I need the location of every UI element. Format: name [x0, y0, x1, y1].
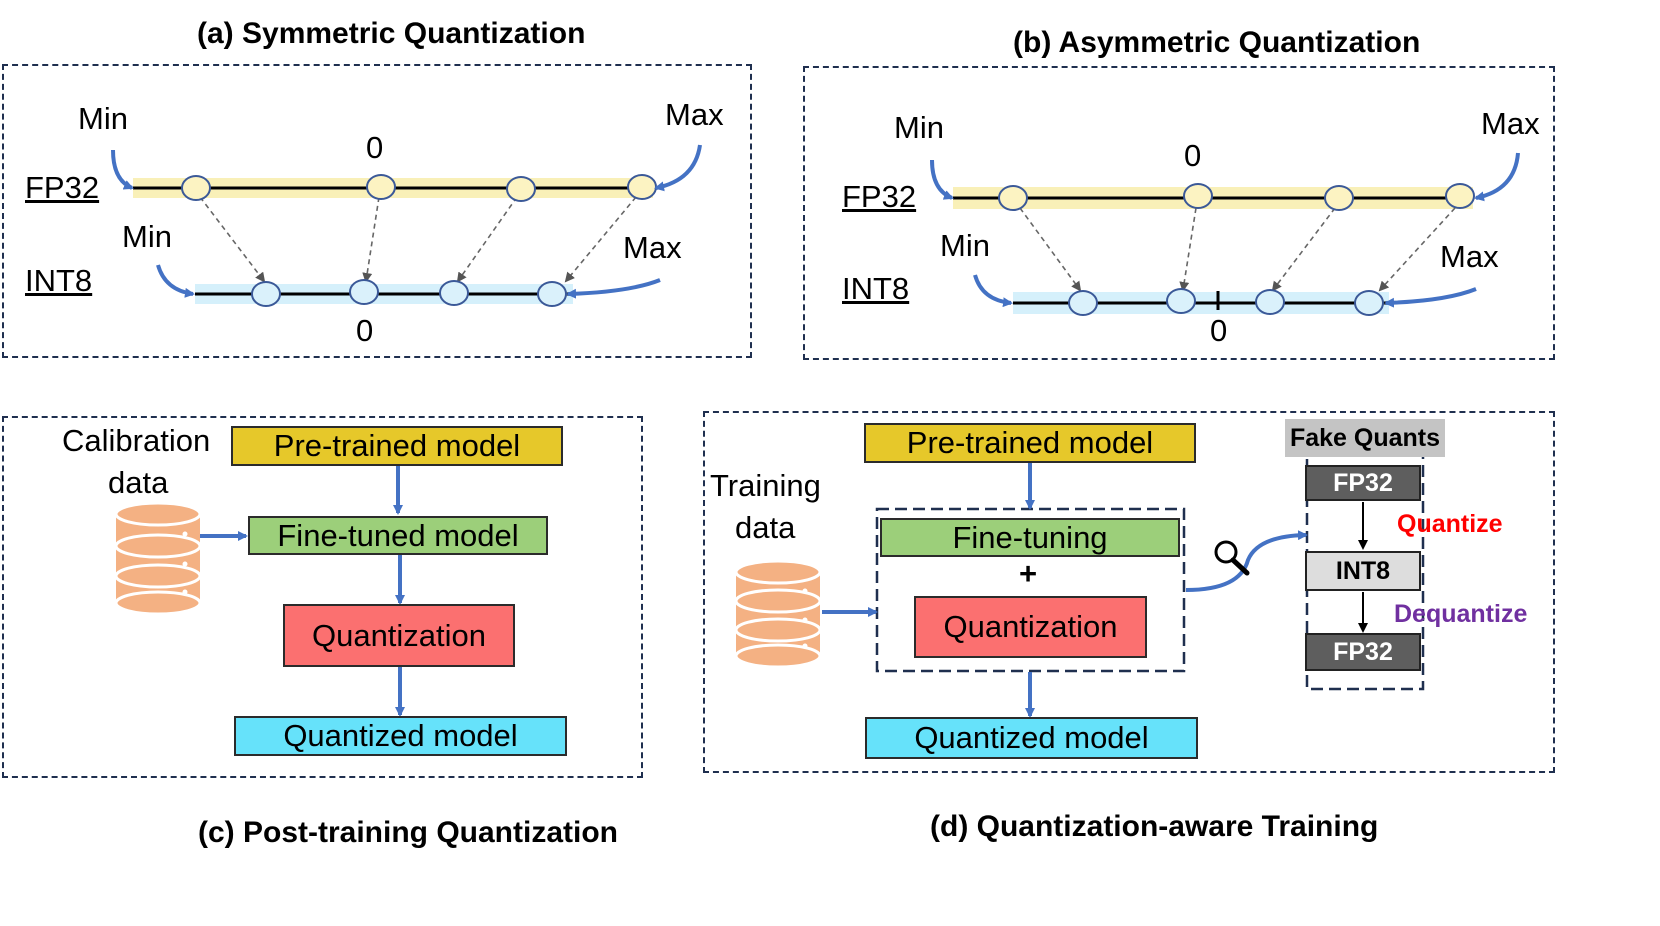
int8-node	[1354, 290, 1384, 316]
int8-axis-label: INT8	[842, 271, 910, 306]
quantization-box: Quantization	[283, 604, 515, 667]
pretrained-model-box: Pre-trained model	[231, 426, 563, 466]
fp32-max-label: Max	[665, 97, 724, 132]
int8-node	[349, 279, 379, 305]
fp32-node	[1183, 183, 1213, 209]
fp32-node	[181, 175, 211, 201]
max-pointer-arrow	[654, 144, 702, 192]
fp32-min-label: Min	[78, 101, 128, 136]
fp32-node	[1445, 183, 1475, 209]
quantize-label: Quantize	[1397, 510, 1503, 538]
training-data-label: Training	[710, 468, 821, 503]
calibration-data-label-2: data	[108, 465, 169, 500]
mapping-arrow	[1019, 207, 1082, 292]
max-pointer-arrow	[566, 278, 661, 299]
finetuning-box: Fine-tuning	[880, 518, 1180, 557]
panel-a-title: (a) Symmetric Quantization	[197, 17, 586, 50]
database-icon	[114, 501, 202, 616]
quantized-model-box: Quantized model	[865, 717, 1198, 759]
int8-max-label: Max	[623, 230, 682, 265]
min-pointer-arrow	[973, 274, 1013, 308]
panel-d-title: (d) Quantization-aware Training	[930, 810, 1379, 843]
int8-node	[1166, 288, 1196, 314]
fake-quant-int8: INT8	[1305, 551, 1421, 591]
panel-a-frame	[2, 64, 752, 358]
fp32-max-label: Max	[1481, 106, 1540, 141]
panel-b-title: (b) Asymmetric Quantization	[1013, 26, 1421, 59]
int8-axis-label: INT8	[25, 263, 93, 298]
max-pointer-arrow	[1474, 152, 1520, 202]
fp32-node	[366, 174, 396, 200]
int8-zero-label: 0	[1210, 313, 1228, 348]
panel-a-graphics	[111, 144, 702, 307]
mapping-arrow	[199, 196, 266, 283]
min-pointer-arrow	[111, 149, 134, 190]
panel-b-frame	[803, 66, 1555, 360]
fp32-node	[506, 176, 536, 202]
fp32-node	[627, 174, 657, 200]
panel-c-title: (c) Post-training Quantization	[198, 816, 618, 849]
panel-c-frame	[2, 416, 643, 778]
mapping-arrow	[456, 196, 518, 283]
zoom-connector-arrow	[1185, 530, 1308, 592]
mapping-arrow	[1179, 207, 1197, 292]
max-pointer-arrow	[1384, 287, 1477, 308]
int8-node	[251, 281, 281, 307]
panel-d-frame	[703, 411, 1555, 773]
int8-max-label: Max	[1440, 239, 1499, 274]
fake-quants-title: Fake Quants	[1285, 419, 1445, 457]
int8-min-label: Min	[122, 219, 172, 254]
fp32-axis-label: FP32	[842, 179, 917, 214]
database-icon	[734, 559, 822, 669]
fp32-node	[998, 185, 1028, 211]
int8-min-label: Min	[940, 228, 990, 263]
panel-b-graphics	[930, 152, 1520, 316]
pretrained-model-box: Pre-trained model	[864, 423, 1196, 463]
fp32-node	[1324, 185, 1354, 211]
int8-node	[537, 281, 567, 307]
fp32-zero-label: 0	[1184, 138, 1202, 173]
min-pointer-arrow	[156, 264, 195, 298]
fake-quant-fp32-bottom: FP32	[1305, 633, 1421, 671]
dequantize-label: Dequantize	[1394, 600, 1528, 628]
mapping-arrow	[564, 196, 637, 283]
calibration-data-label: Calibration	[62, 423, 211, 458]
quantization-box: Quantization	[914, 596, 1147, 658]
quantized-model-box: Quantized model	[234, 716, 567, 756]
fp32-zero-label: 0	[366, 130, 384, 165]
plus-sign: +	[1019, 556, 1038, 591]
int8-node	[1068, 290, 1098, 316]
int8-zero-label: 0	[356, 313, 374, 348]
mapping-arrow	[362, 196, 380, 283]
min-pointer-arrow	[930, 159, 954, 200]
fp32-min-label: Min	[894, 110, 944, 145]
fake-quant-fp32-top: FP32	[1305, 465, 1421, 501]
mapping-arrow	[1378, 207, 1456, 292]
magnifier-icon	[1214, 540, 1250, 576]
mapping-arrow	[1271, 207, 1336, 292]
int8-node	[1255, 289, 1285, 315]
training-data-label-2: data	[735, 510, 796, 545]
int8-node	[439, 280, 469, 306]
finetuned-model-box: Fine-tuned model	[248, 516, 548, 555]
panel-c-graphics	[114, 465, 405, 717]
fp32-axis-label: FP32	[25, 170, 100, 205]
